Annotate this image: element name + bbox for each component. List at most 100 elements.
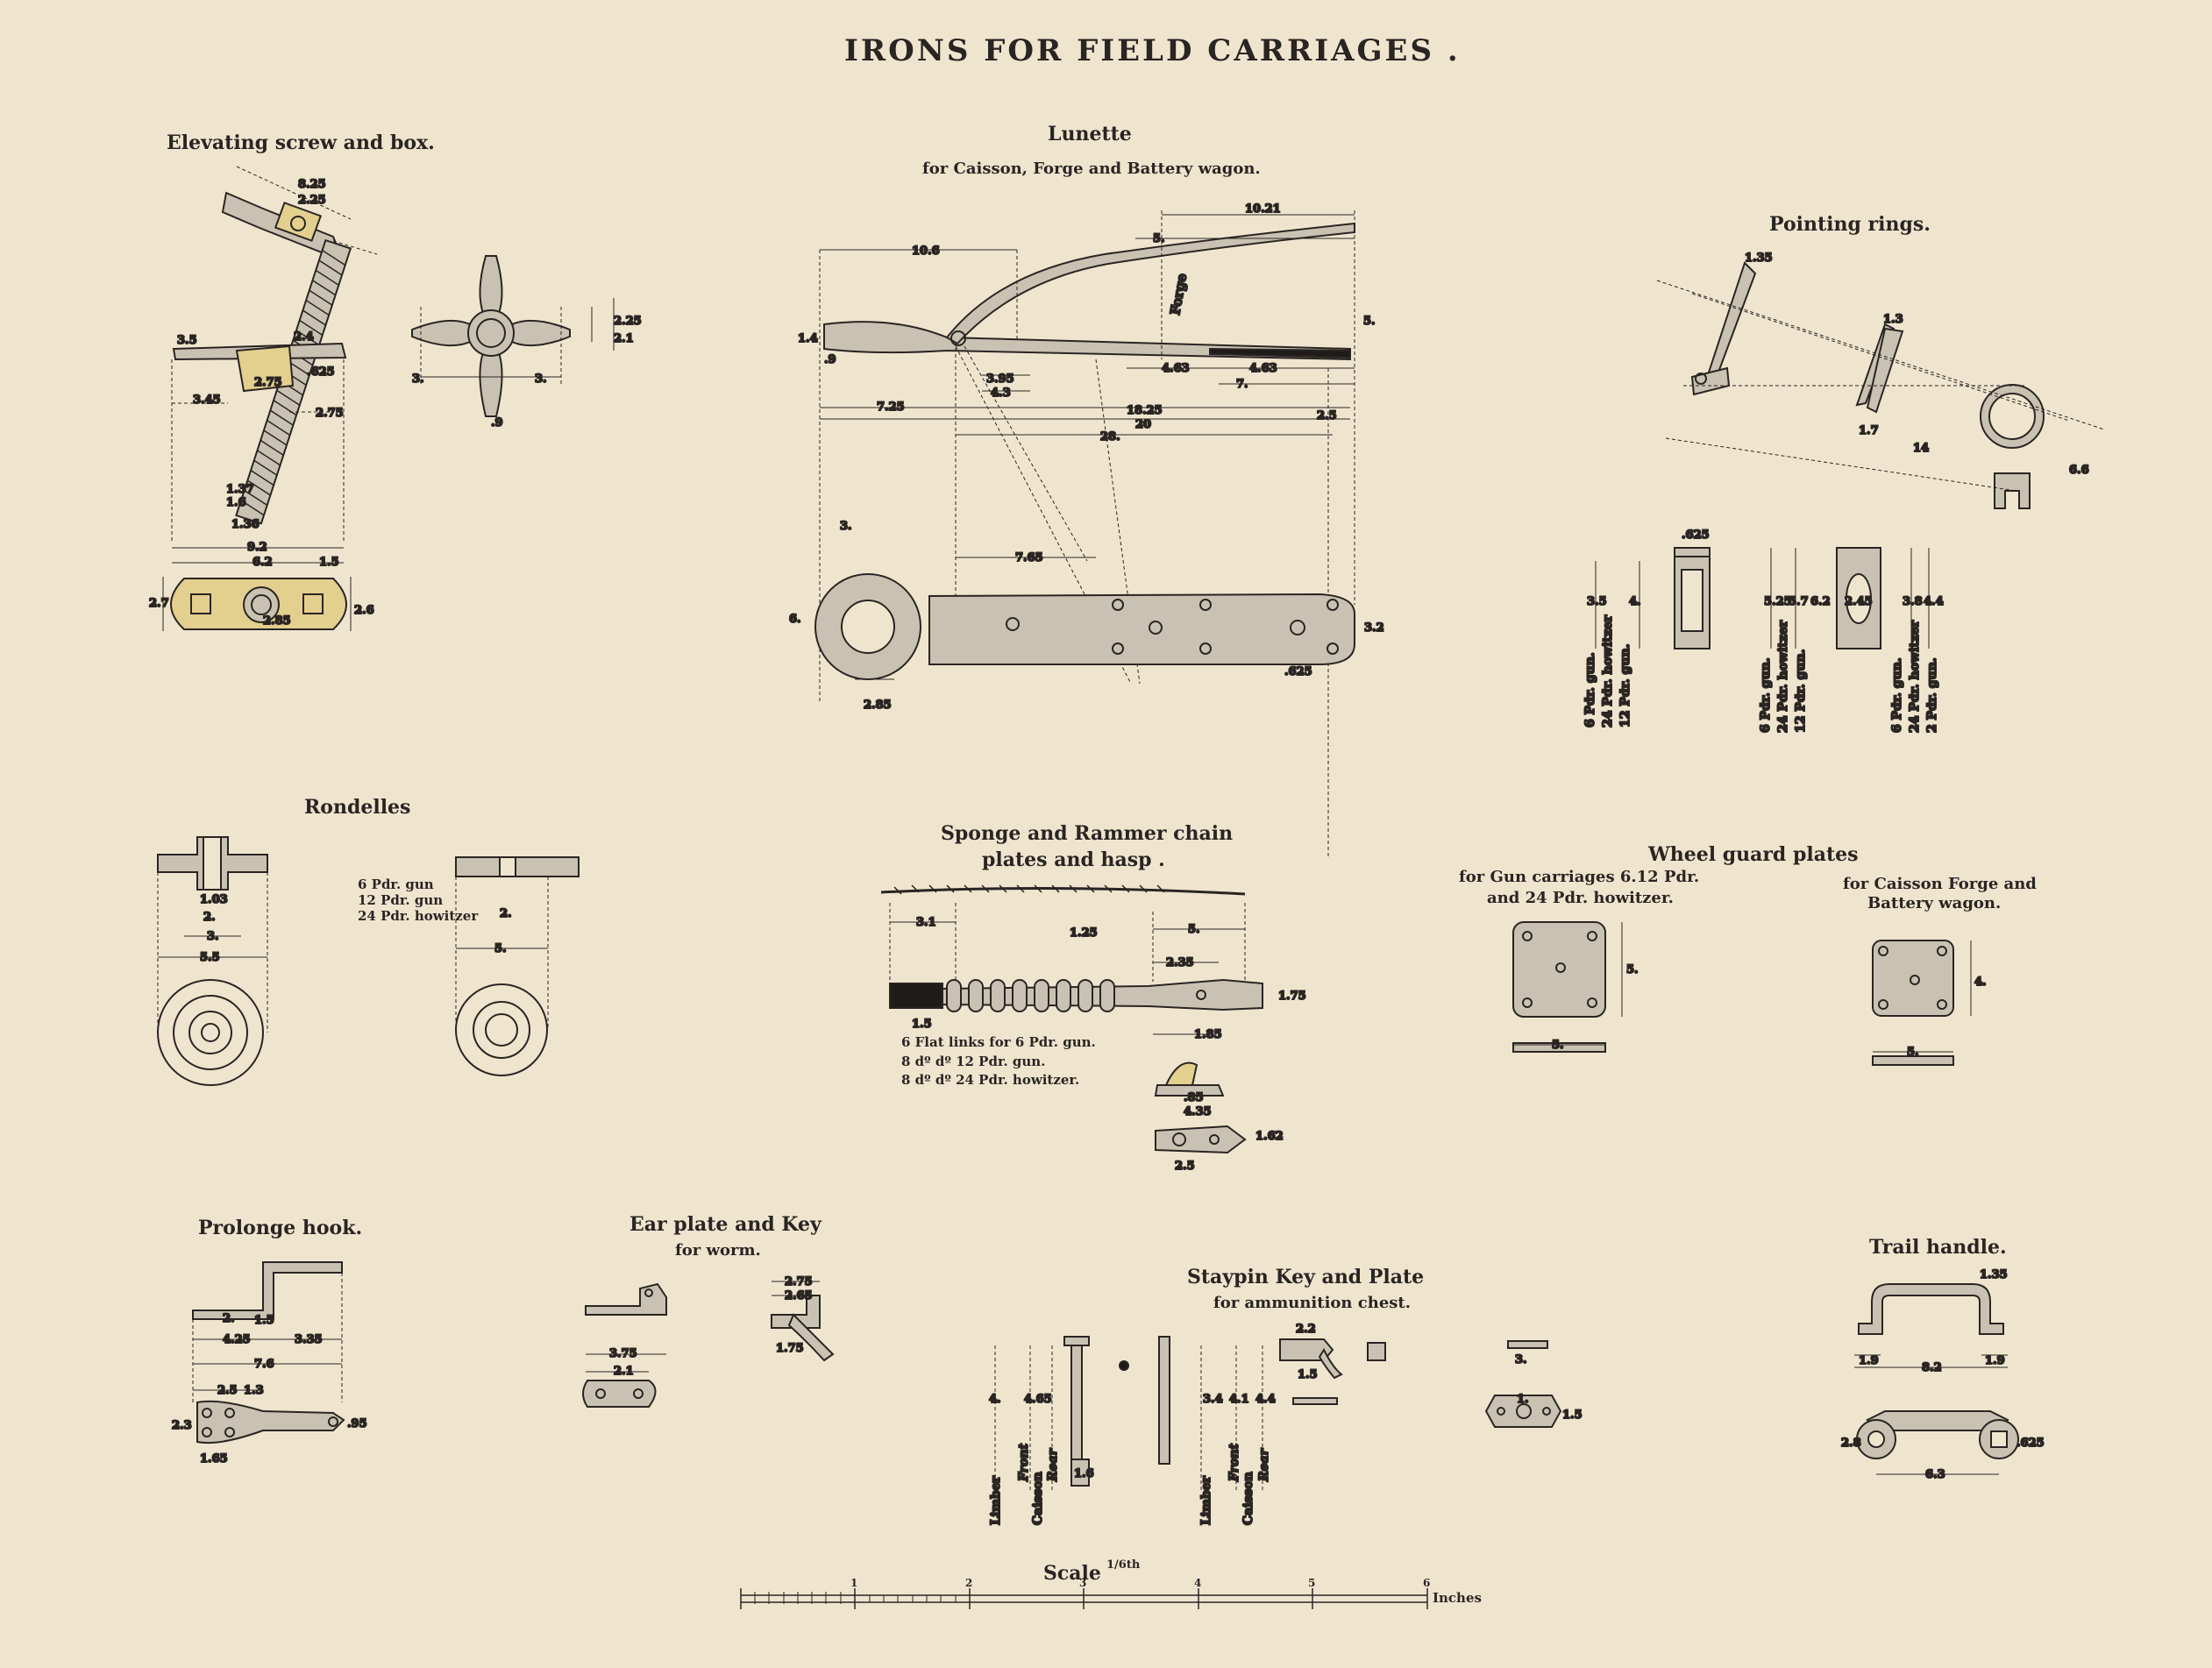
svg-text:2.: 2. (500, 907, 512, 920)
wheel-guard-right-sub2: Battery wagon. (1867, 894, 2002, 912)
svg-text:2.2: 2.2 (1296, 1323, 1316, 1336)
svg-text:1.: 1. (1517, 1393, 1529, 1406)
svg-text:8.2: 8.2 (1922, 1361, 1942, 1374)
svg-text:5.: 5. (1363, 315, 1376, 328)
svg-text:2.8: 2.8 (1841, 1437, 1861, 1450)
svg-text:1.85: 1.85 (1194, 1028, 1222, 1041)
svg-text:Limber: Limber (1199, 1475, 1213, 1525)
svg-text:2.45: 2.45 (1845, 595, 1873, 608)
svg-text:2.: 2. (203, 911, 216, 924)
svg-text:4.35: 4.35 (1184, 1105, 1212, 1118)
scale-unit: Inches (1433, 1590, 1482, 1606)
svg-text:Rear: Rear (1046, 1447, 1060, 1482)
elevating-screw-drawing: 8.252.25 2.75.625 3.452.75 1.371.61.36 9… (148, 166, 643, 631)
svg-text:1.36: 1.36 (231, 518, 260, 531)
svg-text:1.62: 1.62 (1255, 1130, 1284, 1143)
svg-text:.625: .625 (1682, 529, 1710, 542)
svg-text:9.2: 9.2 (247, 541, 267, 554)
svg-text:2: 2 (965, 1577, 972, 1589)
sponge-title-2: plates and hasp . (982, 848, 1165, 871)
svg-text:Caisson: Caisson (1031, 1472, 1045, 1525)
scale-fraction: 1/6th (1106, 1558, 1141, 1572)
wheel-guard-right-sub1: for Caisson Forge and (1843, 875, 2037, 893)
svg-text:5.7: 5.7 (1789, 595, 1809, 608)
svg-text:4.25: 4.25 (223, 1333, 251, 1346)
svg-text:4.: 4. (989, 1393, 1001, 1406)
svg-text:12 Pdr. gun.: 12 Pdr. gun. (1794, 649, 1808, 733)
svg-text:7.6: 7.6 (254, 1358, 274, 1371)
svg-text:.9: .9 (824, 353, 836, 366)
svg-text:Limber: Limber (989, 1475, 1003, 1525)
svg-text:2.1: 2.1 (614, 332, 634, 345)
svg-text:6 Pdr. gun.: 6 Pdr. gun. (1759, 657, 1773, 733)
svg-text:Forge: Forge (1167, 273, 1190, 316)
svg-text:1.6: 1.6 (226, 496, 246, 509)
svg-text:4: 4 (1194, 1577, 1201, 1589)
sponge-note-1: 6 Flat links for 6 Pdr. gun. (901, 1034, 1096, 1050)
wheel-guard-left-sub2: and 24 Pdr. howitzer. (1487, 889, 1674, 907)
sponge-chain-drawing: 3.15.2.35 1.251.51.85 1.754.35.85 2.51.6… (880, 884, 1307, 1174)
wheel-guard-drawing: 5.5. 5.4. (1512, 921, 1988, 1066)
svg-text:7.: 7. (1236, 378, 1248, 391)
svg-text:3.: 3. (207, 930, 219, 943)
svg-text:1.35: 1.35 (1745, 252, 1773, 265)
svg-text:2.75: 2.75 (785, 1275, 813, 1288)
svg-text:2 Pdr. gun.: 2 Pdr. gun. (1925, 657, 1939, 733)
svg-text:.95: .95 (347, 1417, 367, 1430)
svg-text:3.: 3. (535, 373, 547, 386)
staypin-subtitle: for ammunition chest. (1213, 1294, 1411, 1312)
svg-text:2.75: 2.75 (254, 376, 282, 389)
svg-text:2.85: 2.85 (864, 699, 892, 712)
svg-text:20: 20 (1135, 418, 1151, 431)
svg-text:.625: .625 (2016, 1437, 2045, 1450)
svg-text:Front: Front (1017, 1443, 1031, 1482)
svg-text:2.4: 2.4 (294, 330, 314, 344)
lunette-subtitle: for Caisson, Forge and Battery wagon. (922, 160, 1261, 178)
svg-text:4.3: 4.3 (991, 387, 1011, 400)
svg-text:3.5: 3.5 (1587, 595, 1607, 608)
svg-text:1.3: 1.3 (1883, 313, 1903, 326)
svg-text:24 Pdr. howitzer: 24 Pdr. howitzer (1908, 620, 1922, 733)
plate-title: IRONS FOR FIELD CARRIAGES . (844, 33, 1461, 68)
svg-text:7.65: 7.65 (1015, 551, 1043, 564)
svg-text:1.35: 1.35 (1980, 1268, 2008, 1281)
svg-text:3.1: 3.1 (916, 916, 936, 929)
svg-text:5.: 5. (1153, 232, 1165, 245)
scale-title: Scale (1043, 1562, 1101, 1585)
svg-text:1.5: 1.5 (254, 1314, 274, 1327)
staypin-title: Staypin Key and Plate (1187, 1266, 1425, 1288)
svg-text:6.6: 6.6 (2069, 464, 2089, 477)
svg-text:Front: Front (1227, 1443, 1241, 1482)
svg-text:1.5: 1.5 (1562, 1409, 1583, 1422)
svg-text:28.: 28. (1100, 430, 1120, 444)
svg-text:6: 6 (1423, 1577, 1430, 1589)
svg-text:6.: 6. (789, 613, 801, 626)
svg-text:1.7: 1.7 (1859, 424, 1879, 437)
svg-text:2.5: 2.5 (1175, 1160, 1195, 1173)
svg-text:2.6: 2.6 (354, 604, 374, 617)
svg-text:4.4: 4.4 (1255, 1393, 1276, 1406)
svg-text:1.3: 1.3 (244, 1384, 264, 1397)
svg-text:6 Pdr. gun.: 6 Pdr. gun. (1890, 657, 1904, 733)
svg-text:Caisson: Caisson (1241, 1472, 1255, 1525)
svg-text:5.25: 5.25 (1764, 595, 1792, 608)
trail-title: Trail handle. (1869, 1236, 2007, 1259)
svg-text:12 Pdr. gun.: 12 Pdr. gun. (1618, 643, 1632, 728)
svg-text:14: 14 (1913, 442, 1929, 455)
pointing-title: Pointing rings. (1769, 213, 1931, 236)
svg-text:5.: 5. (494, 942, 507, 955)
svg-text:1.5: 1.5 (319, 556, 339, 569)
svg-text:3.5: 3.5 (177, 334, 197, 347)
svg-text:3: 3 (1079, 1577, 1086, 1589)
ear-plate-title: Ear plate and Key (629, 1213, 821, 1236)
svg-text:3.: 3. (840, 520, 852, 533)
rondelles-label-2: 12 Pdr. gun (358, 892, 444, 908)
svg-text:1.03: 1.03 (200, 893, 228, 906)
svg-text:1.5: 1.5 (1298, 1368, 1318, 1381)
